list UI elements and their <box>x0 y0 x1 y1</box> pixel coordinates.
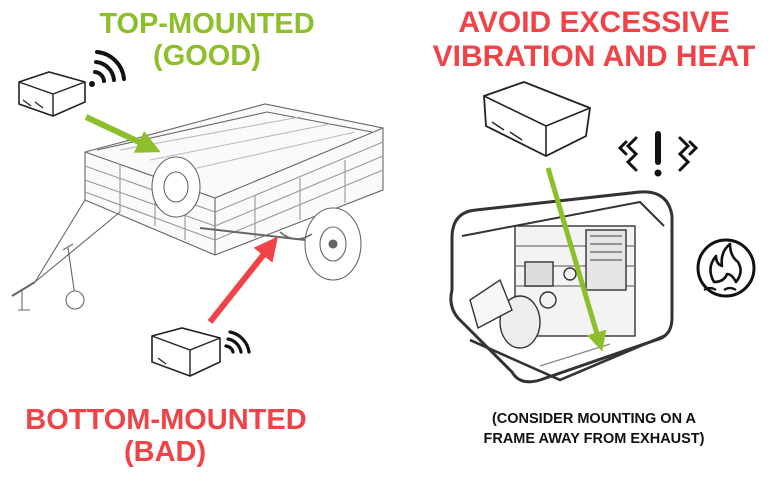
top-mounted-verdict: (GOOD) <box>153 40 261 73</box>
vibration-warning-icon <box>617 131 699 177</box>
wireless-signal-icon <box>224 330 251 354</box>
heading-line-2: VIBRATION AND HEAT <box>432 39 756 73</box>
top-mounted-title: TOP-MOUNTED <box>99 8 315 40</box>
device-icon <box>18 71 86 117</box>
wireless-signal-icon <box>89 50 126 87</box>
bottom-mounted-label: BOTTOM-MOUNTED (BAD) <box>17 404 315 469</box>
bottom-mounted-title: BOTTOM-MOUNTED <box>25 404 307 436</box>
top-mounted-label: TOP-MOUNTED (GOOD) <box>82 8 332 73</box>
mounting-note: (CONSIDER MOUNTING ON A FRAME AWAY FROM … <box>440 410 748 449</box>
note-line-2: FRAME AWAY FROM EXHAUST) <box>483 430 705 447</box>
good-mount-arrow <box>84 114 161 153</box>
note-line-1: (CONSIDER MOUNTING ON A <box>491 411 697 427</box>
bottom-mounted-verdict: (BAD) <box>124 436 207 469</box>
trailer-drawing <box>11 103 384 311</box>
heading-line-1: AVOID EXCESSIVE <box>458 6 730 39</box>
recommended-mount-arrow <box>545 167 607 352</box>
heat-fire-icon <box>696 238 756 298</box>
generator-drawing <box>449 190 674 384</box>
device-icon <box>151 327 221 377</box>
bad-mount-arrow <box>207 236 278 324</box>
device-icon <box>483 81 591 158</box>
vibration-heat-heading: AVOID EXCESSIVE VIBRATION AND HEAT <box>418 6 770 73</box>
